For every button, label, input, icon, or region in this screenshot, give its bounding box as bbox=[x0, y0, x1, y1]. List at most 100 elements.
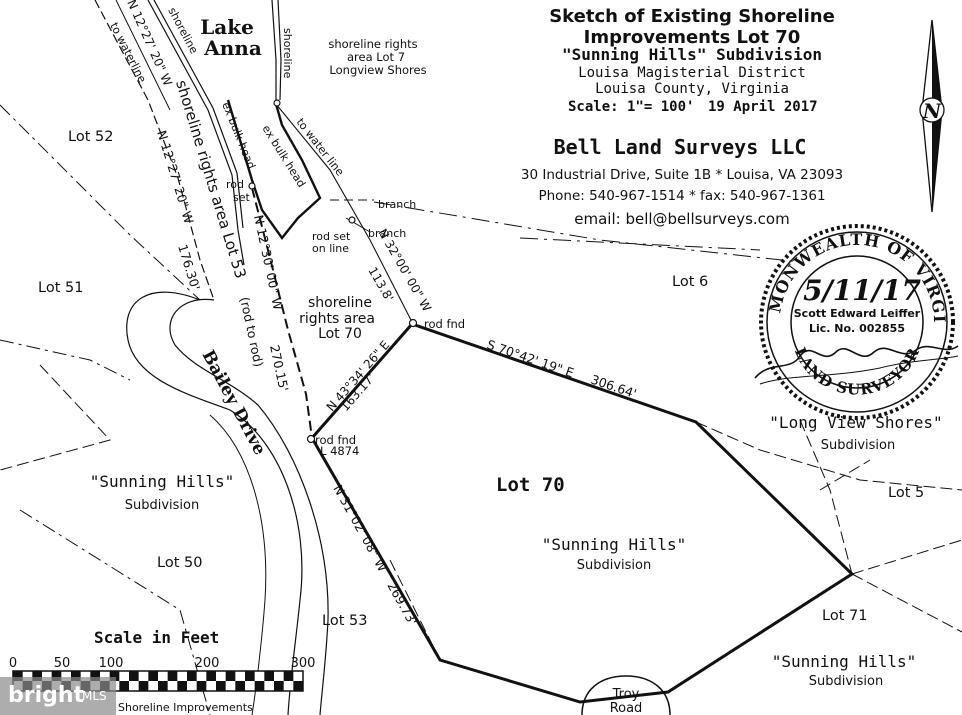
rod-set-on-line-l1: rod set bbox=[312, 230, 351, 243]
signature-scribble bbox=[754, 345, 959, 379]
lake-label-line1: Lake bbox=[200, 15, 254, 39]
rod-marker-top bbox=[273, 99, 281, 107]
scale-check bbox=[119, 681, 129, 691]
title-line-3: "Sunning Hills" Subdivision bbox=[562, 45, 822, 64]
subdivision-right: Subdivision bbox=[809, 674, 884, 689]
sra70-l3: Lot 70 bbox=[318, 326, 362, 342]
subdivision-left: Subdivision bbox=[125, 498, 200, 513]
surveyor-block: Bell Land Surveys LLC 30 Industrial Driv… bbox=[521, 135, 843, 228]
troy-road-l2: Road bbox=[610, 701, 643, 715]
rod-marker-fnd-b bbox=[306, 434, 316, 444]
scale-check bbox=[129, 671, 139, 681]
scale-check bbox=[283, 671, 294, 681]
lot-5-label: Lot 5 bbox=[888, 485, 924, 501]
scale-check bbox=[274, 681, 284, 691]
lot7-rights-l2: area Lot 7 bbox=[347, 50, 405, 64]
seal-license: Lic. No. 002855 bbox=[809, 322, 905, 335]
sunning-hills-right: "Sunning Hills" bbox=[772, 652, 917, 671]
surveyor-email: email: bell@bellsurveys.com bbox=[574, 210, 789, 228]
lot7-rights-l3: Longview Shores bbox=[329, 63, 426, 77]
seal-date: 5/11/17 bbox=[803, 274, 921, 307]
title-line-4: Louisa Magisterial District bbox=[578, 65, 806, 81]
lot-53-label: Lot 53 bbox=[322, 613, 367, 629]
rod-set-on-line-l2: on line bbox=[312, 242, 349, 255]
scale-check bbox=[109, 671, 120, 681]
title-scale: Scale: 1"= 100' bbox=[568, 99, 694, 115]
title-line-1: Sketch of Existing Shoreline bbox=[549, 6, 835, 27]
lot-51-label: Lot 51 bbox=[38, 280, 83, 296]
rod-set-l1: rod bbox=[226, 178, 244, 191]
rod-marker-fnd-a bbox=[408, 318, 418, 328]
scale-check bbox=[206, 671, 216, 681]
scale-check bbox=[148, 671, 158, 681]
scale-check bbox=[254, 681, 265, 691]
surveyor-name: Bell Land Surveys LLC bbox=[554, 135, 807, 159]
lot-50-label: Lot 50 bbox=[157, 555, 202, 571]
subdivision-center: Subdivision bbox=[577, 558, 652, 573]
distance-176: 176.30' bbox=[175, 242, 203, 292]
scale-check bbox=[196, 681, 207, 691]
l4874: L 4874 bbox=[320, 444, 359, 458]
sunning-hills-left: "Sunning Hills" bbox=[90, 472, 235, 491]
lot-70-label: Lot 70 bbox=[496, 474, 565, 496]
scale-tick-50: 50 bbox=[54, 656, 71, 671]
scale-check bbox=[245, 671, 255, 681]
distance-270: 270.15' bbox=[267, 344, 291, 393]
shoreline-label-b: shoreline bbox=[281, 28, 294, 79]
title-block: Sketch of Existing Shoreline Improvement… bbox=[549, 6, 835, 115]
rod-to-rod: (rod to rod) bbox=[237, 296, 266, 369]
seal-name: Scott Edward Leiffer bbox=[794, 307, 921, 320]
sra70-l1: shoreline bbox=[308, 295, 372, 311]
sra70-l2: rights area bbox=[299, 311, 375, 327]
lot-71-label: Lot 71 bbox=[822, 608, 867, 624]
scale-check bbox=[90, 671, 100, 681]
scale-check bbox=[51, 671, 62, 681]
north-arrow-icon: N bbox=[919, 19, 945, 213]
scale-check bbox=[187, 671, 197, 681]
distance-269: 269.73' bbox=[384, 579, 420, 628]
scale-check bbox=[216, 681, 226, 691]
rod-marker-branch bbox=[348, 216, 356, 224]
scale-check bbox=[293, 681, 303, 691]
subdivision-lvs: Subdivision bbox=[821, 438, 896, 453]
sunning-hills-center: "Sunning Hills" bbox=[542, 535, 687, 554]
rod-set-l2: set bbox=[233, 191, 250, 204]
scale-check bbox=[167, 671, 178, 681]
scale-check bbox=[138, 681, 149, 691]
scale-tick-0: 0 bbox=[9, 656, 17, 671]
branch-a: branch bbox=[378, 198, 416, 211]
bearing-nw-mid: N 12°27' 20" W bbox=[154, 128, 197, 225]
scale-tick-100: 100 bbox=[99, 656, 124, 671]
surveyor-address: 30 Industrial Drive, Suite 1B * Louisa, … bbox=[521, 167, 843, 183]
bearing-31: N 31°02' 08" W bbox=[330, 482, 390, 574]
scale-check bbox=[264, 671, 274, 681]
scale-check bbox=[71, 671, 81, 681]
scale-check bbox=[32, 671, 42, 681]
scale-check bbox=[235, 681, 245, 691]
scale-tick-300: 300 bbox=[291, 656, 316, 671]
distance-306: 306.64' bbox=[589, 372, 639, 402]
ex-bulk-head-a: ex bulk head bbox=[219, 100, 258, 171]
title-line-5: Louisa County, Virginia bbox=[595, 81, 789, 97]
title-date: 19 April 2017 bbox=[708, 99, 818, 115]
scale-check bbox=[177, 681, 187, 691]
bearing-s70: S 70°42' 19" E bbox=[485, 337, 576, 381]
scale-in-feet: Scale in Feet bbox=[94, 628, 219, 647]
surveyor-phone: Phone: 540-967-1514 * fax: 540-967-1361 bbox=[538, 188, 825, 204]
watermark-brand: bright bbox=[8, 683, 85, 708]
long-view-shores-label: "Long View Shores" bbox=[769, 413, 942, 432]
watermark-caption: Shoreline Improvements bbox=[118, 701, 253, 714]
lot7-rights-l1: shoreline rights bbox=[328, 37, 417, 51]
troy-road-l1: Troy bbox=[612, 687, 640, 702]
to-waterline-b: to water line bbox=[294, 116, 347, 179]
rod-markers bbox=[248, 99, 418, 444]
scale-check bbox=[225, 671, 236, 681]
north-letter: N bbox=[922, 99, 942, 123]
rod-fnd-a: rod fnd bbox=[424, 317, 465, 331]
title-line-2: Improvements Lot 70 bbox=[584, 27, 801, 48]
lot-6-label: Lot 6 bbox=[672, 274, 708, 290]
watermark-suffix: MLS bbox=[82, 689, 107, 703]
rod-marker-set bbox=[248, 182, 256, 190]
